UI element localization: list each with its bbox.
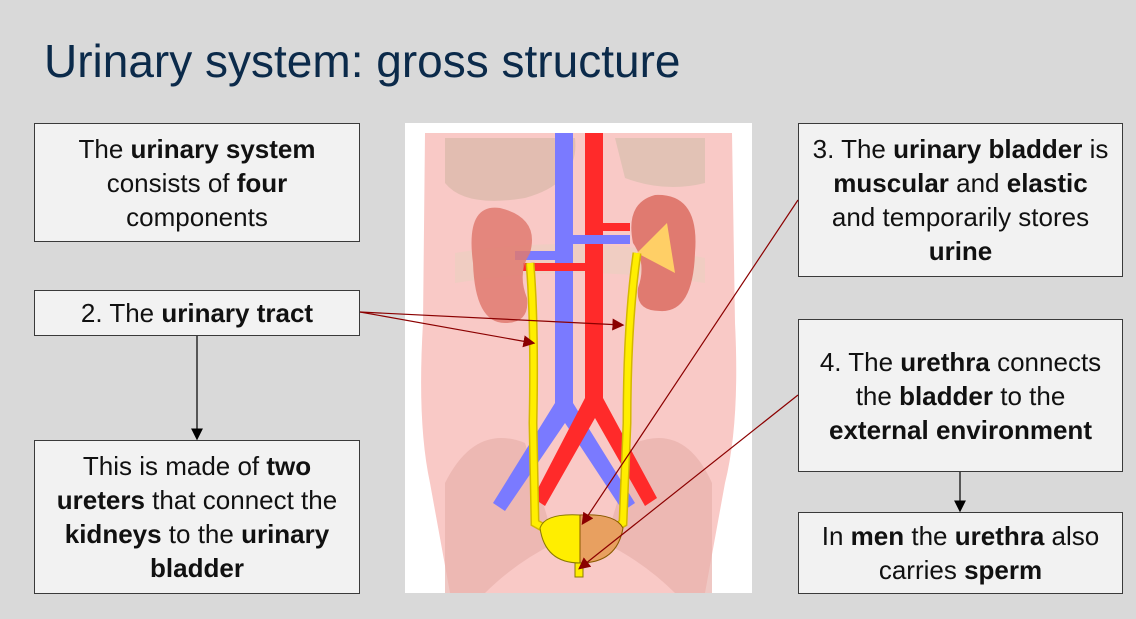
left-kidney	[471, 207, 532, 323]
stomach-shadow	[615, 138, 705, 187]
plain-text: 2. The	[80, 298, 162, 328]
renal-artery-left	[523, 263, 587, 271]
men-urethra-text: In men the urethra also carries sperm	[809, 519, 1112, 587]
plain-text: is	[1082, 134, 1109, 164]
emphasis-text: urethra	[900, 346, 990, 377]
plain-text: to the	[161, 519, 242, 549]
intro-box: The urinary system consists of four comp…	[34, 123, 360, 242]
slide-title: Urinary system: gross structure	[44, 35, 681, 87]
urinary-bladder-box: 3. The urinary bladder is muscular and e…	[798, 123, 1123, 277]
emphasis-text: urinary system	[130, 133, 316, 164]
emphasis-text: kidneys	[64, 519, 162, 549]
plain-text: consists of	[106, 167, 237, 198]
plain-text: The	[78, 133, 131, 164]
emphasis-text: bladder	[899, 380, 993, 411]
bladder-right-half	[579, 514, 624, 564]
emphasis-text: four	[236, 167, 288, 198]
emphasis-text: men	[850, 521, 905, 551]
men-urethra-box: In men the urethra also carries sperm	[798, 512, 1123, 594]
emphasis-text: elastic	[1006, 168, 1088, 198]
plain-text: connects the	[855, 346, 1102, 411]
arrow-urethra-box-to-urethra	[578, 394, 799, 570]
urinary-bladder-text: 3. The urinary bladder is muscular and e…	[809, 132, 1112, 268]
urethra-box: 4. The urethra connects the bladder to t…	[798, 319, 1123, 472]
renal-artery-right	[600, 223, 630, 231]
right-ureter-core	[603, 252, 640, 536]
urinary-tract-box: 2. The urinary tract	[34, 290, 360, 336]
aorta	[533, 133, 657, 506]
plain-text: In	[821, 521, 851, 551]
bladder-left-half	[539, 514, 581, 564]
emphasis-text: urinary tract	[161, 298, 314, 328]
emphasis-text: two ureters	[56, 451, 312, 515]
plain-text: This is made of	[82, 451, 267, 481]
ureters-text: This is made of two ureters that connect…	[45, 449, 349, 585]
plain-text: and temporarily stores	[831, 202, 1090, 232]
emphasis-text: external environment	[829, 414, 1092, 445]
plain-text: to the	[993, 380, 1066, 411]
emphasis-text: sperm	[964, 555, 1043, 585]
arrow-bladder-box-to-bladder	[581, 199, 799, 525]
plain-text: components	[126, 201, 268, 232]
plain-text: the	[904, 521, 955, 551]
arrow-tract-to-left-ureter	[359, 311, 536, 348]
urethra-text: 4. The urethra connects the bladder to t…	[809, 345, 1112, 447]
renal-vein-left	[515, 251, 560, 260]
plain-text: and	[948, 168, 1007, 198]
renal-vein-right	[570, 235, 630, 244]
liver-shadow	[445, 138, 576, 201]
plain-text: also carries	[878, 521, 1100, 585]
emphasis-text: urethra	[954, 521, 1045, 551]
ureters-box: This is made of two ureters that connect…	[34, 440, 360, 594]
emphasis-text: muscular	[833, 168, 949, 198]
emphasis-text: urinary bladder	[893, 134, 1083, 164]
arrow-tract-to-right-ureter	[359, 311, 625, 331]
urinary-tract-text: 2. The urinary tract	[81, 296, 313, 330]
plain-text: that connect the	[144, 485, 338, 515]
renal-pelvis	[637, 223, 675, 273]
plain-text: 4. The	[819, 346, 901, 377]
plain-text: 3. The	[812, 134, 894, 164]
emphasis-text: urinary bladder	[150, 519, 330, 583]
emphasis-text: urine	[928, 236, 993, 266]
intro-text: The urinary system consists of four comp…	[45, 132, 349, 234]
